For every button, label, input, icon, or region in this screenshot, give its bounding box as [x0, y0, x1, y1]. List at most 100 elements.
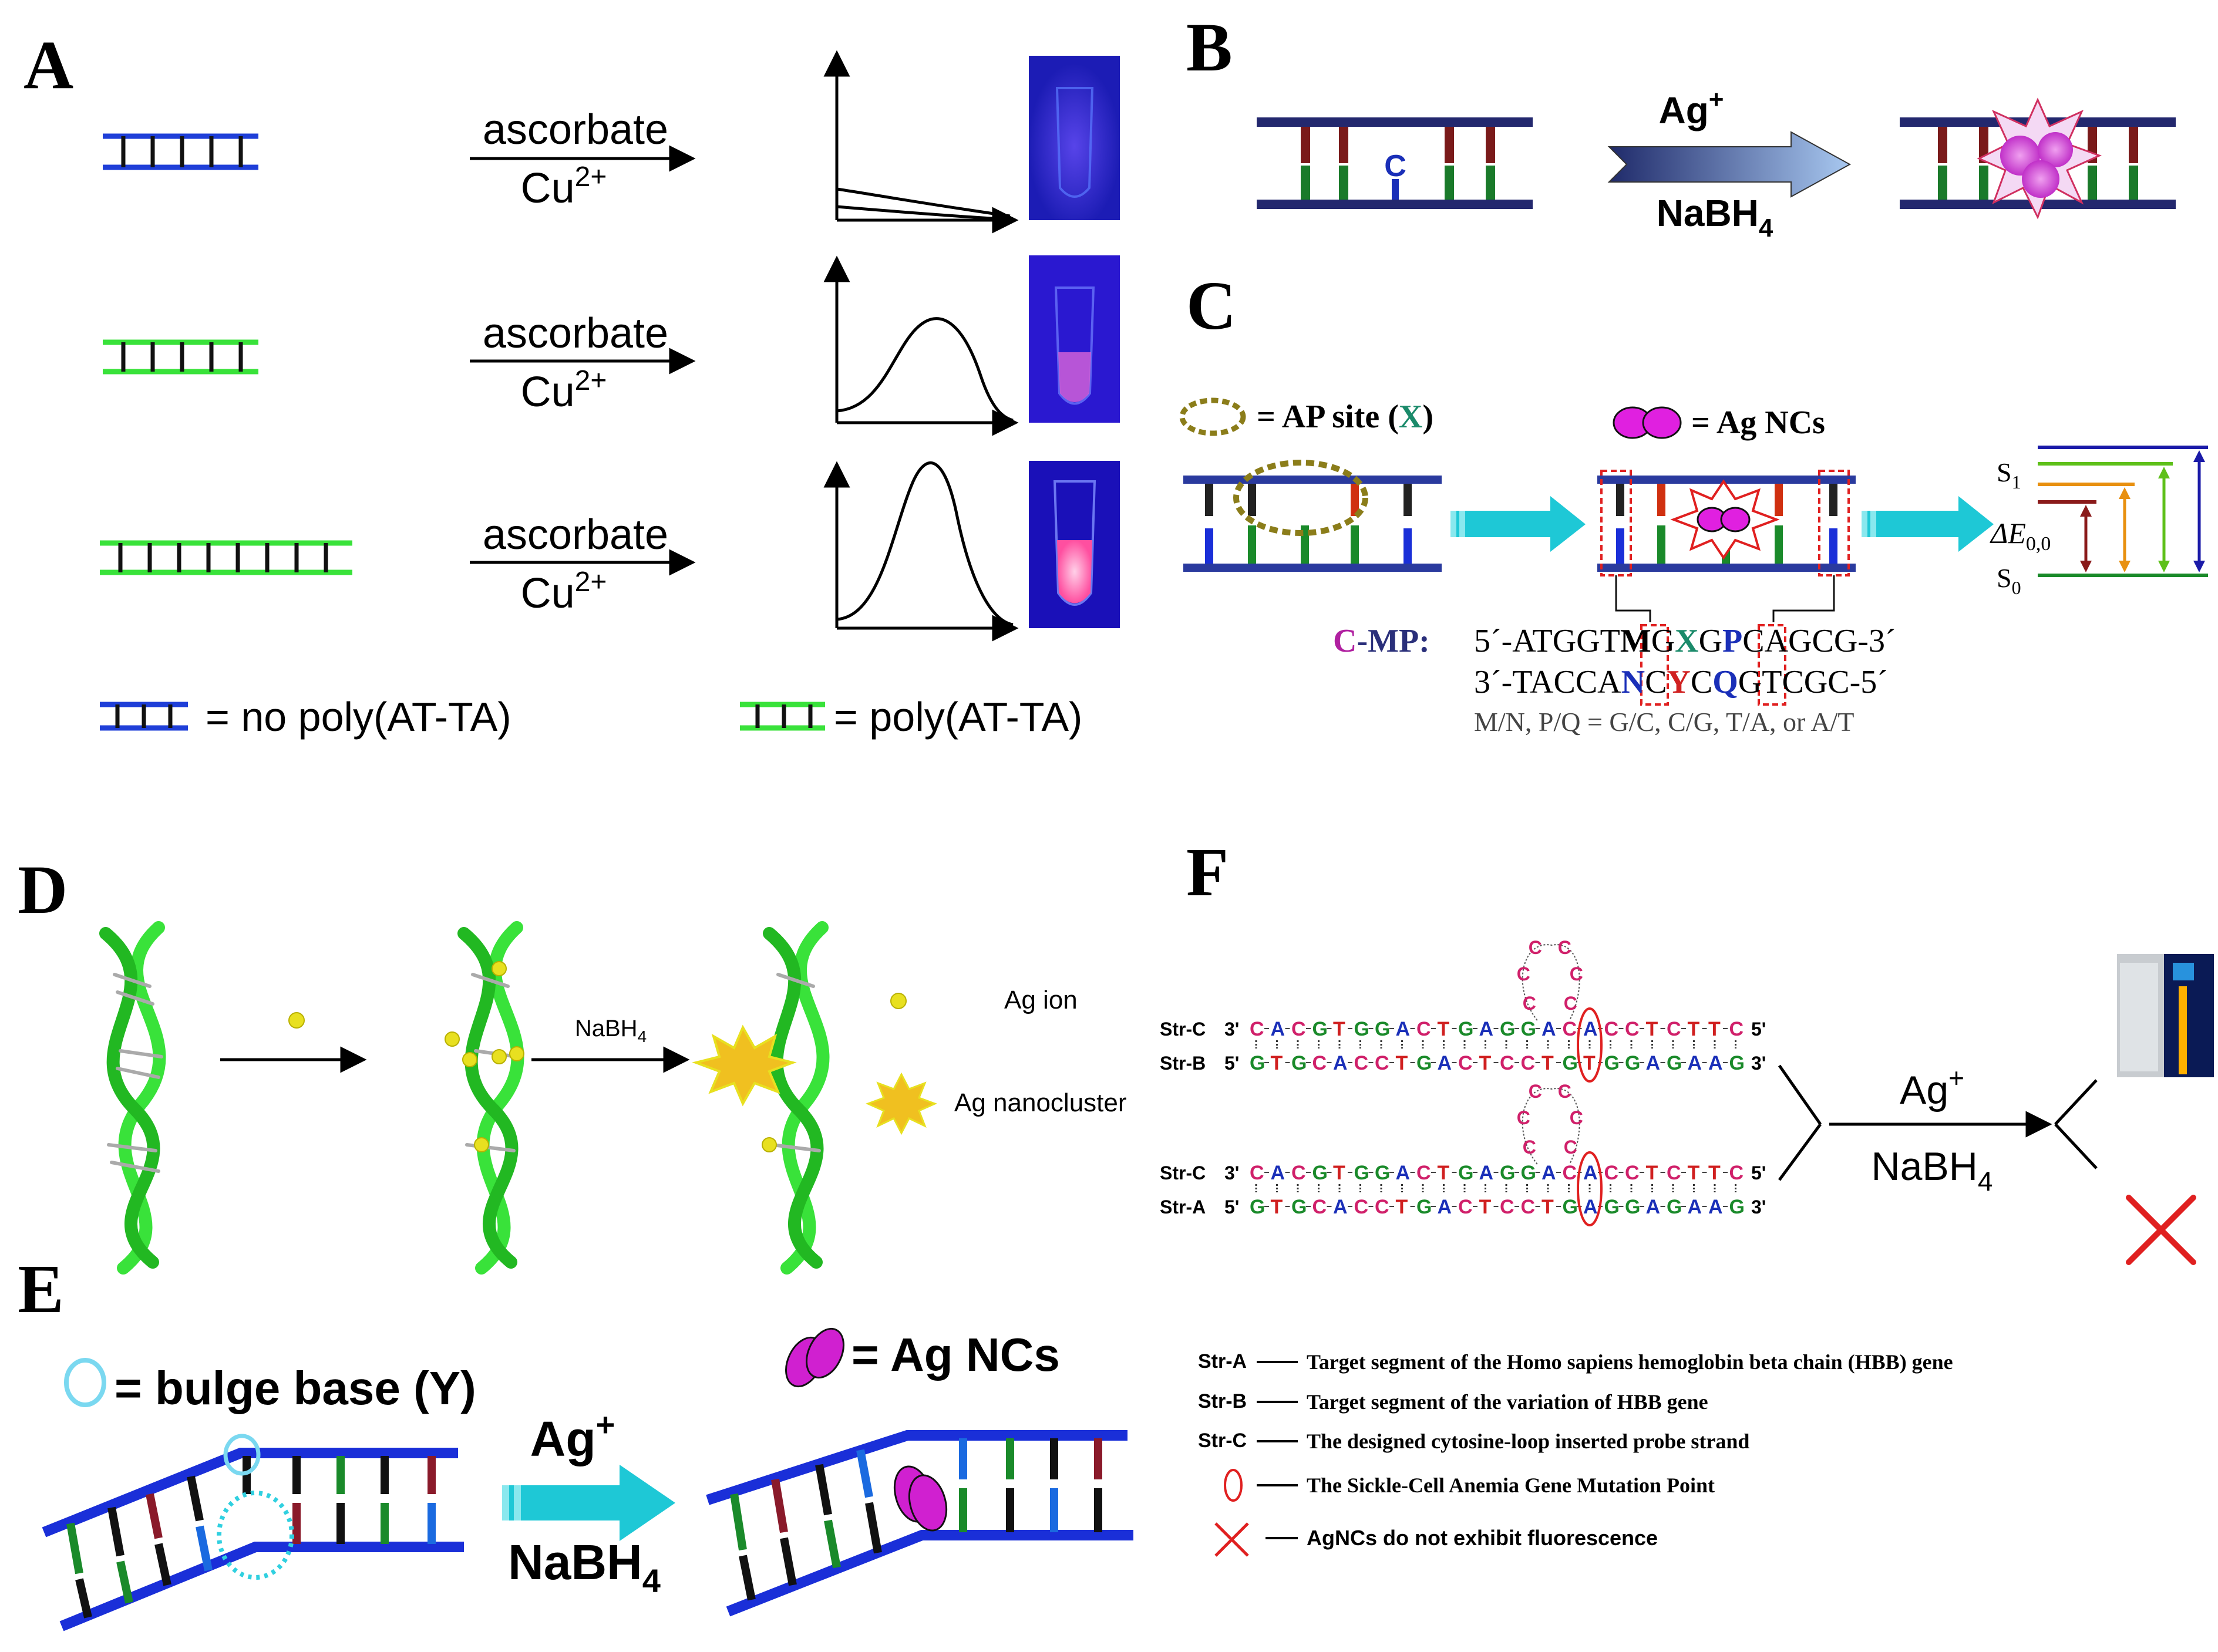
process-arrow-c2 — [1862, 496, 1994, 552]
base-label: T — [1396, 1052, 1408, 1074]
strand-b-label: Str-B — [1160, 1053, 1206, 1074]
base-label: G — [1604, 1052, 1620, 1074]
process-arrow-c1 — [1450, 496, 1586, 552]
base-label: T — [1688, 1162, 1700, 1184]
base-label: C — [1458, 1052, 1473, 1074]
tube-photo-3 — [1029, 461, 1120, 628]
s1-label: S1 — [1997, 457, 2021, 493]
legend-ag-ncs-e: = Ag NCs — [785, 1327, 1060, 1388]
base-label: G — [1667, 1052, 1682, 1074]
base-label: G — [1458, 1162, 1473, 1184]
strand-a-label: Str-A — [1160, 1196, 1206, 1218]
pairing-note: M/N, P/Q = G/C, C/G, T/A, or A/T — [1474, 707, 1854, 737]
loop-base-label: C — [1558, 937, 1571, 958]
strand-end-label: 5' — [1751, 1019, 1766, 1040]
base-label: A — [1688, 1052, 1702, 1074]
base-label: A — [1583, 1162, 1598, 1184]
base-label: G — [1625, 1052, 1640, 1074]
base-label: A — [1646, 1196, 1661, 1218]
base-label: G — [1563, 1052, 1578, 1074]
legend-bulge-label: = bulge base (Y) — [115, 1362, 476, 1414]
legend-text: Target segment of the variation of HBB g… — [1307, 1390, 1708, 1414]
reagent-label: Ag+ — [1658, 85, 1724, 132]
panel-letter-d: D — [18, 851, 68, 928]
bent-dna-ag — [706, 1430, 1133, 1617]
legend-row-mutation-point: The Sickle-Cell Anemia Gene Mutation Poi… — [1224, 1469, 1715, 1502]
legend-poly-label: = poly(AT-TA) — [834, 694, 1082, 740]
base-label: A — [1271, 1018, 1285, 1040]
panel-c: C = AP site (X) = Ag NCs — [1179, 267, 2208, 737]
dna-before: C — [1257, 117, 1533, 209]
cytosine-loop — [1522, 944, 1580, 1021]
base-label: A — [1333, 1196, 1348, 1218]
strand-c-label: Str-C — [1160, 1162, 1206, 1184]
base-label: T — [1688, 1018, 1700, 1040]
base-label: A — [1688, 1196, 1702, 1218]
panel-f: F Str-CStr-B3'5'5'3'CGATCGGCTAGCGCATCGTA… — [1160, 834, 2214, 1557]
strand-end-label: 3' — [1224, 1019, 1239, 1040]
legend-row-str-a: Str-A Target segment of the Homo sapiens… — [1198, 1350, 1953, 1374]
strand-end-label: 3' — [1224, 1162, 1239, 1184]
base-label: A — [1542, 1162, 1556, 1184]
mutation-point-marker — [1577, 1151, 1603, 1226]
panel-letter-f: F — [1186, 834, 1229, 911]
reagent-label: Cu2+ — [521, 161, 607, 212]
loop-base-label: C — [1517, 963, 1530, 985]
base-label: C — [1563, 1162, 1577, 1184]
strand-end-label: 5' — [1751, 1162, 1766, 1184]
base-label: T — [1271, 1052, 1283, 1074]
reaction-arrow-f: Ag+ NaBH4 — [1829, 1063, 2052, 1196]
arrow-d2: NaBH4 — [531, 1016, 690, 1073]
base-label: G — [1625, 1196, 1640, 1218]
base-label: C — [1729, 1162, 1744, 1184]
strand-end-label: 3' — [1751, 1196, 1766, 1218]
base-label: G — [1250, 1052, 1265, 1074]
reagent-label: NaBH4 — [508, 1535, 661, 1599]
base-label: G — [1312, 1018, 1328, 1040]
base-label: C — [1604, 1018, 1619, 1040]
loop-base-label: C — [1517, 1107, 1530, 1128]
reagent-label: Cu2+ — [521, 567, 607, 617]
connector-lines — [1615, 575, 1835, 622]
reagent-label: NaBH4 — [1657, 192, 1773, 242]
base-label: T — [1479, 1052, 1492, 1074]
bent-dna-bulge — [42, 1434, 464, 1631]
legend-text: AgNCs do not exhibit fluorescence — [1307, 1526, 1658, 1550]
base-label: A — [1479, 1018, 1494, 1040]
panel-letter-b: B — [1186, 9, 1233, 86]
base-label: A — [1396, 1018, 1411, 1040]
base-label: G — [1250, 1196, 1265, 1218]
reaction-arrow-a2: ascorbate Cu2+ — [470, 310, 696, 416]
legend-poly: = poly(AT-TA) — [740, 694, 1082, 740]
base-label: G — [1312, 1162, 1328, 1184]
strand-end-label: 3' — [1751, 1053, 1766, 1074]
legend-ap-label: = AP site (X) — [1257, 399, 1433, 435]
loop-base-label: C — [1529, 1081, 1542, 1102]
base-label: C — [1375, 1196, 1389, 1218]
reaction-arrow-e: Ag+ NaBH4 — [502, 1406, 675, 1599]
reaction-arrow-b: Ag+ NaBH4 — [1607, 85, 1852, 242]
legend-ag-label: = Ag NCs — [851, 1329, 1060, 1381]
panel-b: B C Ag+ NaBH4 — [1186, 9, 2176, 242]
reagent-label: ascorbate — [483, 106, 668, 153]
base-label: T — [1583, 1052, 1596, 1074]
box-mn — [1640, 624, 1669, 706]
strand-end-label: 5' — [1224, 1196, 1239, 1218]
base-label: T — [1333, 1018, 1345, 1040]
base-label: C — [1312, 1196, 1327, 1218]
base-label: C — [1291, 1162, 1306, 1184]
panel-letter-c: C — [1186, 267, 1236, 344]
base-label: C — [1416, 1162, 1431, 1184]
legend-row-no-fluorescence: AgNCs do not exhibit fluorescence — [1214, 1522, 1658, 1557]
base-label: A — [1479, 1162, 1494, 1184]
legend-ap-site: = AP site (X) — [1179, 397, 1433, 436]
base-label: A — [1438, 1196, 1452, 1218]
legend-key: Str-B — [1198, 1390, 1247, 1412]
base-label: C — [1667, 1018, 1681, 1040]
ag-ion-legend-dot — [890, 993, 907, 1009]
base-label: G — [1604, 1196, 1620, 1218]
base-label: T — [1542, 1196, 1554, 1218]
dna-poly-long — [100, 540, 352, 575]
strand-c-label: Str-C — [1160, 1019, 1206, 1040]
